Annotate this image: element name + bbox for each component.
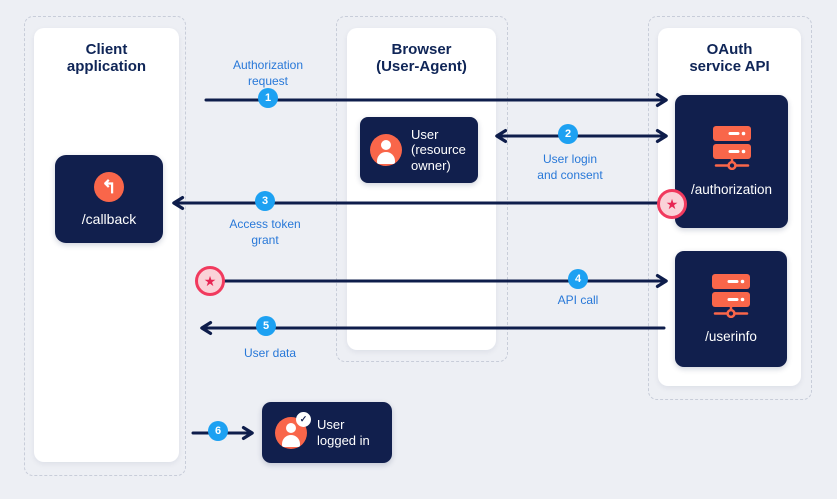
turn-left-arrow-glyph: ↰: [101, 176, 117, 197]
title-line: (User-Agent): [376, 58, 467, 75]
label-line: API call: [557, 293, 599, 307]
userinfo-label: /userinfo: [705, 329, 757, 344]
flow-label-authorization-request: Authorization request: [203, 57, 333, 89]
browser-title: Browser (User-Agent): [347, 28, 496, 75]
label-line: User data: [243, 346, 297, 360]
browser-card: Browser (User-Agent): [347, 28, 496, 350]
label-line: grant: [251, 233, 279, 247]
authorization-label: /authorization: [690, 182, 773, 197]
label-line: Access token: [229, 217, 301, 231]
callback-endpoint-node: ↰ /callback: [55, 155, 163, 243]
label-line: owner): [411, 157, 451, 173]
label-line: User login: [542, 152, 598, 166]
step-badge-3: 3: [255, 191, 275, 211]
step-badge-2: 2: [558, 124, 578, 144]
title-line: Client: [85, 41, 128, 58]
step-badge-4: 4: [568, 269, 588, 289]
oauth-service-title: OAuth service API: [658, 28, 801, 75]
user-icon: [370, 134, 402, 166]
label-line: request: [247, 74, 289, 88]
label-line: logged in: [317, 432, 370, 448]
user-resource-owner-node: User (resource owner): [360, 117, 478, 183]
client-application-title: Client application: [34, 28, 179, 75]
flow-label-user-data: User data: [205, 345, 335, 361]
title-line: Browser: [391, 41, 452, 58]
client-application-card: Client application: [34, 28, 179, 462]
userinfo-endpoint-node: /userinfo: [675, 251, 787, 367]
check-glyph: ✓: [299, 413, 308, 424]
token-star-icon: ★: [657, 189, 687, 219]
callback-label: /callback: [81, 210, 137, 227]
label-line: User: [317, 416, 345, 432]
token-star-icon: ★: [195, 266, 225, 296]
step-badge-5: 5: [256, 316, 276, 336]
server-icon: [712, 274, 750, 318]
label-line: Authorization: [232, 58, 304, 72]
authorization-endpoint-node: /authorization: [675, 95, 788, 228]
label-line: (resource: [411, 142, 466, 158]
star-glyph: ★: [665, 195, 679, 212]
label-line: and consent: [537, 168, 603, 182]
title-line: application: [66, 58, 147, 75]
title-line: OAuth: [706, 41, 753, 58]
flow-label-user-login-consent: User login and consent: [505, 151, 635, 183]
user-logged-in-node: ✓ User logged in: [262, 402, 392, 463]
star-glyph: ★: [203, 272, 217, 289]
title-line: service API: [689, 58, 770, 75]
step-badge-6: 6: [208, 421, 228, 441]
user-check-icon: ✓: [275, 411, 311, 449]
label-line: User: [411, 126, 439, 142]
step-badge-1: 1: [258, 88, 278, 108]
check-icon: ✓: [296, 411, 311, 427]
flow-label-api-call: API call: [513, 292, 643, 308]
user-logged-in-label: User logged in: [317, 417, 370, 449]
server-icon: [712, 126, 751, 170]
turn-left-arrow-icon: ↰: [94, 171, 124, 202]
panel-browser: Browser (User-Agent): [336, 16, 508, 362]
user-resource-owner-label: User (resource owner): [411, 127, 466, 174]
flow-label-access-token-grant: Access token grant: [200, 216, 330, 248]
panel-client-application: Client application: [24, 16, 186, 476]
